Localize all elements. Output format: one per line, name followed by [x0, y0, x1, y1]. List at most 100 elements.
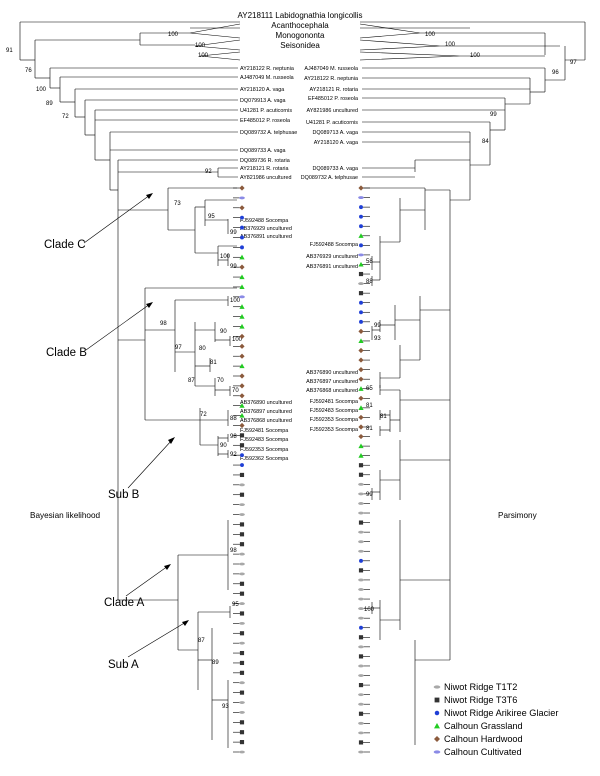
support-value: 100 — [198, 53, 209, 59]
niwot-t3t6-marker — [239, 542, 245, 547]
arikiree-glacier-marker — [240, 225, 244, 230]
arrowhead — [182, 620, 189, 626]
arrowhead — [168, 437, 175, 444]
niwot-t1t2-marker — [358, 578, 364, 582]
support-value: 89 — [46, 101, 53, 107]
env-label: FJ592362 Socompa — [240, 456, 288, 462]
calhoun-hardwood-marker — [358, 328, 364, 334]
support-value: 98 — [230, 548, 237, 554]
calhoun-grassland-marker — [239, 323, 245, 329]
niwot-t1t2-marker — [239, 483, 245, 487]
arikiree-glacier-marker — [359, 214, 363, 219]
niwot-t1t2-marker — [239, 681, 245, 685]
calhoun-grassland-marker — [358, 405, 364, 410]
support-value: 84 — [482, 139, 489, 145]
calhoun-cultivated-marker — [358, 196, 364, 199]
taxon-label: U41281 P. acuticornis — [240, 108, 292, 114]
clade-label: Clade A — [104, 597, 145, 609]
calhoun-grassland-marker — [239, 314, 245, 319]
support-value: 89 — [212, 660, 219, 666]
support-value: 99 — [366, 492, 373, 498]
support-value: 100 — [230, 298, 241, 304]
arikiree-glacier-marker — [359, 310, 363, 315]
arikiree-glacier-marker — [240, 215, 244, 220]
calhoun-hardwood-marker — [239, 383, 245, 389]
clade-label: Sub A — [108, 659, 139, 671]
niwot-t3t6-marker — [239, 591, 245, 596]
taxon-label: DQ089736 R. rotaria — [240, 158, 290, 164]
taxon-label: AY218120 A. vaga — [240, 87, 284, 93]
calhoun-grassland-marker — [239, 274, 245, 280]
calhoun-hardwood-marker — [358, 347, 364, 354]
support-value: 87 — [198, 638, 205, 644]
support-value: 100 — [445, 42, 456, 48]
niwot-t1t2-marker — [358, 702, 364, 706]
niwot-t3t6-marker — [239, 492, 245, 497]
calhoun-grassland-marker — [358, 233, 364, 238]
support-value: 100 — [168, 32, 179, 38]
support-value: 80 — [199, 346, 206, 352]
niwot-t3t6-marker — [358, 683, 364, 688]
support-value: 72 — [200, 412, 207, 418]
niwot-t3t6-marker — [239, 631, 245, 636]
env-label: AB376897 uncultured — [240, 409, 292, 415]
calhoun-hardwood-marker — [239, 264, 245, 270]
support-value: 87 — [188, 378, 195, 384]
niwot-t1t2-marker — [358, 731, 364, 735]
root-taxon-label: AY218111 Labidognathia longicollis — [238, 11, 363, 20]
clade-arrow — [83, 194, 151, 244]
support-value: 92 — [205, 169, 212, 175]
legend-swatch — [433, 750, 441, 754]
calhoun-grassland-marker — [358, 338, 364, 344]
support-value: 73 — [174, 201, 181, 207]
niwot-t3t6-marker — [239, 720, 245, 725]
clade-label: Clade B — [46, 347, 87, 359]
env-label: AB376929 uncultured — [240, 226, 292, 232]
calhoun-hardwood-marker — [358, 357, 364, 363]
calhoun-hardwood-marker — [358, 367, 364, 373]
niwot-t3t6-marker — [239, 670, 245, 675]
support-value: 93 — [374, 336, 381, 342]
support-value: 90 — [220, 443, 227, 449]
legend-swatch — [434, 736, 440, 742]
env-label: AB376929 uncultured — [306, 254, 358, 260]
niwot-t1t2-marker — [358, 721, 364, 725]
niwot-t1t2-marker — [358, 588, 364, 591]
niwot-t1t2-marker — [358, 540, 364, 544]
env-label: AB376868 uncultured — [306, 388, 358, 394]
niwot-t1t2-marker — [358, 282, 364, 286]
clade-arrow — [85, 303, 151, 351]
left-method-label: Bayesian likelihood — [30, 511, 101, 520]
env-label: FJ592353 Socompa — [240, 447, 288, 453]
support-value: 98 — [230, 434, 237, 440]
taxon-label: DQ089713 A. vaga — [312, 130, 358, 136]
niwot-t1t2-marker — [358, 607, 364, 611]
taxon-label: EF485012 P. roseola — [240, 118, 290, 124]
support-value: 72 — [62, 114, 69, 120]
arrowhead — [146, 193, 153, 199]
niwot-t1t2-marker — [239, 621, 245, 625]
arrowhead — [164, 564, 171, 570]
niwot-t3t6-marker — [239, 581, 245, 586]
arikiree-glacier-marker — [359, 625, 363, 630]
niwot-t1t2-marker — [358, 492, 364, 496]
taxon-label: EF485012 P. roseola — [308, 96, 358, 102]
niwot-t3t6-marker — [239, 740, 245, 745]
niwot-t1t2-marker — [239, 513, 245, 516]
niwot-t1t2-marker — [239, 503, 245, 507]
legend-swatch — [434, 710, 440, 716]
support-value: 91 — [6, 48, 13, 54]
calhoun-grassland-marker — [239, 403, 245, 408]
taxon-label: DQ089732 A. telphusae — [240, 130, 297, 136]
taxon-label: AJ487049 M. russeola — [240, 75, 294, 81]
taxon-label: AY821986 uncultured — [240, 175, 291, 181]
calhoun-hardwood-marker — [239, 373, 245, 379]
taxon-label: AY218122 R. neptunia — [304, 76, 358, 82]
clade-arrow — [127, 439, 173, 489]
taxon-label: AY218122 R. neptunia — [240, 66, 294, 72]
taxon-label: AY821986 uncultured — [307, 108, 358, 114]
support-value: 90 — [220, 329, 227, 335]
niwot-t1t2-marker — [358, 511, 364, 515]
support-value: 100 — [364, 607, 375, 613]
